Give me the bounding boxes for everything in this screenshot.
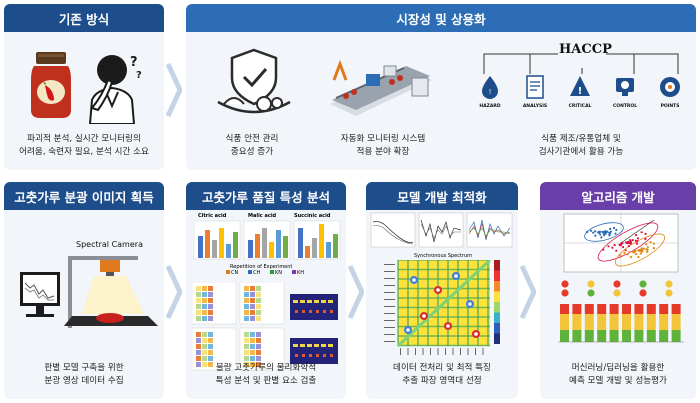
bar [219, 228, 224, 258]
quality-caption-line1: 불량 고춧가루의 물리화학적 [215, 363, 317, 373]
acid-bar-charts [193, 220, 341, 260]
acquire-caption-line2: 분광 영상 데이터 수집 [44, 376, 124, 386]
conventional-caption-line1: 파괴적 분석, 실시간 모니터링의 [27, 134, 141, 144]
conventional-caption-line2: 어려움, 숙련자 필요, 분석 시간 소요 [19, 147, 149, 157]
bar [326, 242, 331, 258]
market-item1-line1: 식품 안전 관리 [225, 134, 279, 144]
bar [319, 224, 324, 258]
bar [312, 238, 317, 258]
synchronous-spectrum-map [384, 260, 500, 355]
legend: CN CH KN KH [226, 270, 316, 278]
market-item2-line1: 자동화 모니터링 시스템 [340, 134, 426, 144]
svg-text:!: ! [489, 88, 492, 96]
bar [226, 244, 231, 258]
haccp-step-points: POINTS [648, 74, 692, 109]
market-item2-line2: 적용 분야 확장 [356, 147, 410, 157]
haccp-critical-icon: ! [570, 76, 590, 97]
panel-acquire: 고춧가루 분광 이미지 획득 Spectral Camera 판별 모델 구축을… [4, 182, 164, 399]
haccp-step-control: CONTROL [603, 74, 647, 109]
heatmap-grids [192, 282, 338, 371]
algorithm-caption-line1: 머신러닝/딥러닝을 활용한 [571, 363, 665, 373]
panel-quality: 고춧가루 품질 특성 분석 Citric acid Malic acid Suc… [186, 182, 346, 399]
svg-text:?: ? [130, 55, 138, 70]
panel-acquire-title: 고춧가루 분광 이미지 획득 [4, 182, 164, 210]
bar [255, 234, 260, 258]
panel-market-title: 시장성 및 상용화 [186, 4, 696, 32]
haccp-connector-lines [483, 53, 679, 74]
acquire-caption-line1: 판별 모델 구축을 위한 [44, 363, 124, 373]
automation-line-illustration [330, 59, 432, 116]
haccp-points-icon [660, 77, 680, 97]
panel-model: 모델 개발 최적화 Synchronous Spectrum 데이터 전처리 및… [366, 182, 518, 399]
haccp-hazard-icon: ! [482, 76, 498, 99]
bar [283, 236, 288, 258]
chevron-right-icon [166, 264, 182, 320]
panel-conventional-title: 기존 방식 [4, 4, 164, 32]
legend-item-kh: KH [292, 270, 304, 276]
chevron-right-icon [348, 264, 364, 320]
market-item3-line2: 검사기관에서 활용 가능 [538, 147, 624, 157]
haccp-label: HACCP [559, 42, 612, 57]
food-safety-icon [217, 48, 291, 114]
bar [333, 234, 338, 258]
chili-jar-icon [31, 52, 71, 118]
bar [276, 230, 281, 258]
spectra-line-plots [370, 212, 513, 248]
haccp-analysis-icon [526, 75, 544, 99]
chart-title-malic: Malic acid [248, 213, 277, 219]
legend-item-ch: CH [248, 270, 260, 276]
bar [248, 240, 253, 258]
haccp-step-hazard: !HAZARD [468, 74, 512, 109]
panel-algorithm-title: 알고리즘 개발 [540, 182, 696, 210]
market-item3-line1: 식품 제조/유통업체 및 [541, 134, 621, 144]
bar [262, 228, 267, 258]
probability-bar-charts [558, 280, 684, 343]
haccp-control-icon [616, 78, 634, 96]
model-caption-line1: 데이터 전처리 및 최적 특징 [393, 363, 491, 373]
chevron-right-icon [166, 62, 182, 118]
bar [269, 242, 274, 258]
chart-title-succinic: Succinic acid [294, 213, 331, 219]
panel-quality-title: 고춧가루 품질 특성 분석 [186, 182, 346, 210]
pca-scatter-plot [563, 213, 679, 273]
model-caption-line2: 추출 파장 영역대 선정 [402, 376, 482, 386]
haccp-step-analysis: ANALYSIS [513, 74, 557, 109]
bar [212, 240, 217, 258]
spectral-camera-setup-illustration [20, 256, 158, 328]
bar [305, 246, 310, 258]
legend-title: Repetition of Experiment [230, 264, 293, 270]
bar [198, 236, 203, 258]
algorithm-caption-line2: 예측 모델 개발 및 성능평가 [569, 376, 667, 386]
chevron-right-icon [520, 264, 536, 320]
svg-text:?: ? [136, 70, 142, 81]
chart-title-citric: Citric acid [198, 213, 227, 219]
legend-item-kn: KN [270, 270, 282, 276]
panel-algorithm: 알고리즘 개발 머신러닝/딥러닝을 활용한 예측 모델 개발 및 성능평가 [540, 182, 696, 399]
legend-item-cn: CN [226, 270, 238, 276]
panel-model-title: 모델 개발 최적화 [366, 182, 518, 210]
synchronous-spectrum-title: Synchronous Spectrum [414, 253, 473, 259]
svg-text:!: ! [578, 86, 583, 97]
bar [298, 228, 303, 258]
camera-label: Spectral Camera [76, 240, 143, 249]
quality-caption-line2: 특성 분석 및 판별 요소 검출 [215, 376, 317, 386]
bar [205, 230, 210, 258]
panel-conventional: 기존 방식 ? ? 파괴적 분석, 실시간 모니터링의 어려움, 숙련자 필요,… [4, 4, 164, 170]
confused-person-icon: ? ? [88, 55, 142, 124]
haccp-step-critical: !CRITICAL [558, 74, 602, 109]
market-item1-line2: 중요성 증가 [230, 147, 274, 157]
bar [233, 232, 238, 258]
